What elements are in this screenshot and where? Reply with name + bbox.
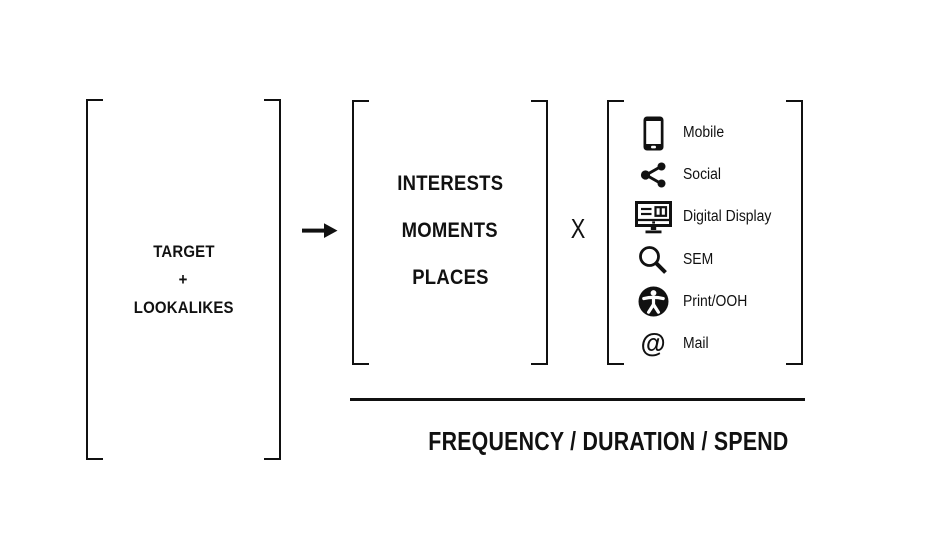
channel-label-print-ooh: Print/OOH <box>683 292 748 310</box>
monitor-display-icon <box>634 200 672 234</box>
denominator-label: FREQUENCY / DURATION / SPEND <box>428 426 789 456</box>
channel-label-digital-display: Digital Display <box>683 208 772 226</box>
accessibility-person-icon <box>634 286 672 317</box>
context-moments-label: MOMENTS <box>401 219 499 242</box>
search-icon <box>634 245 672 275</box>
audience-bracket: TARGET + LOOKALIKES <box>86 99 281 460</box>
at-sign-icon: @ <box>634 330 672 357</box>
audience-target-label: TARGET <box>152 241 215 261</box>
context-stack: INTERESTS MOMENTS PLACES <box>352 96 548 365</box>
fraction-divider-line <box>350 398 805 401</box>
context-bracket: INTERESTS MOMENTS PLACES <box>352 100 548 365</box>
channel-list: Mobile Social <box>607 100 803 365</box>
context-interests-label: INTERESTS <box>396 172 504 195</box>
channel-row-print-ooh: Print/OOH <box>607 281 803 323</box>
channel-row-sem: SEM <box>607 239 803 281</box>
context-places-label: PLACES <box>411 266 489 289</box>
channels-bracket: Mobile Social <box>607 100 803 365</box>
channel-label-mail: Mail <box>683 334 709 352</box>
multiply-operator: X <box>570 213 586 244</box>
channel-row-digital-display: Digital Display <box>607 196 803 238</box>
channel-row-social: Social <box>607 154 803 196</box>
share-icon <box>634 161 672 189</box>
channel-label-social: Social <box>683 166 721 184</box>
channel-label-sem: SEM <box>683 250 714 268</box>
mobile-phone-icon <box>634 116 672 151</box>
arrow-right-icon <box>302 222 338 239</box>
audience-lookalikes-label: LOOKALIKES <box>133 297 234 317</box>
audience-stack: TARGET + LOOKALIKES <box>86 99 281 460</box>
channel-row-mobile: Mobile <box>607 112 803 154</box>
channel-row-mail: @ Mail <box>607 323 803 365</box>
channel-label-mobile: Mobile <box>683 124 725 142</box>
audience-plus-sign: + <box>179 269 188 289</box>
at-sign-glyph: @ <box>640 328 666 359</box>
